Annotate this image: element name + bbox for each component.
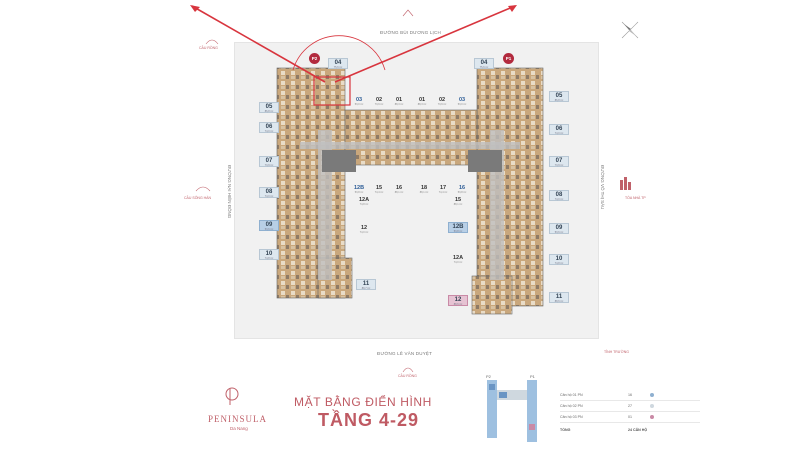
brand-subtitle: Da Nang bbox=[230, 426, 248, 431]
landmark-top-left-icon bbox=[205, 39, 219, 45]
key-plan-p1: P1 bbox=[530, 374, 535, 379]
right-tower-wing bbox=[476, 67, 544, 307]
landmark-bottom-icon bbox=[402, 367, 414, 373]
view-arc bbox=[292, 35, 386, 71]
street-bottom: ĐƯỜNG LÊ VĂN DUYỆT bbox=[377, 351, 433, 356]
street-left: ĐƯỜNG NẠI HIÊN ĐÔNG bbox=[227, 165, 232, 219]
landmark-left-icon bbox=[195, 186, 211, 192]
key-plan-p2: P2 bbox=[486, 374, 491, 379]
central-bridge bbox=[344, 109, 478, 166]
landmark-left-label: CẦU SÔNG HÀN bbox=[184, 196, 212, 200]
view-arrow-right bbox=[334, 5, 516, 83]
landmark-bottom-right-label: TỈNH TRƯỜNG bbox=[604, 350, 629, 354]
landmark-top-left-label: CẦU RỒNG bbox=[199, 46, 218, 50]
brand-name: PENINSULA bbox=[208, 414, 268, 424]
legend-dot-1br bbox=[650, 393, 654, 397]
legend-dot-3br bbox=[650, 415, 654, 419]
legend-dot-2br bbox=[650, 404, 654, 408]
landmark-right-label: TÒA NHÀ TP bbox=[625, 196, 646, 200]
pin-p1: P1 bbox=[503, 53, 514, 64]
view-arrowhead-right bbox=[508, 5, 517, 12]
street-top: ĐƯỜNG BÙI DƯƠNG LỊCH bbox=[380, 30, 441, 35]
corridor-bridge bbox=[300, 142, 520, 149]
street-right: ĐƯỜNG VÕ THỊ SÁU bbox=[600, 165, 605, 210]
plan-floors: TẦNG 4-29 bbox=[318, 410, 420, 430]
pin-p2: P2 bbox=[309, 53, 320, 64]
core-right bbox=[468, 150, 502, 172]
view-arrow-left bbox=[191, 5, 326, 83]
landmark-top-icon bbox=[402, 9, 414, 17]
compass-icon bbox=[621, 21, 639, 39]
plan-title: MẶT BẰNG ĐIỂN HÌNH bbox=[294, 395, 432, 409]
core-left bbox=[322, 150, 356, 172]
key-plan bbox=[487, 380, 537, 442]
landmark-right-icon bbox=[620, 177, 631, 190]
view-arrowhead-left bbox=[190, 5, 200, 12]
brand-logo-icon bbox=[225, 387, 239, 405]
landmark-bottom-label: CẦU RỒNG bbox=[398, 374, 417, 378]
right-wing-end bbox=[471, 275, 513, 315]
highlighted-unit-04 bbox=[313, 76, 351, 106]
